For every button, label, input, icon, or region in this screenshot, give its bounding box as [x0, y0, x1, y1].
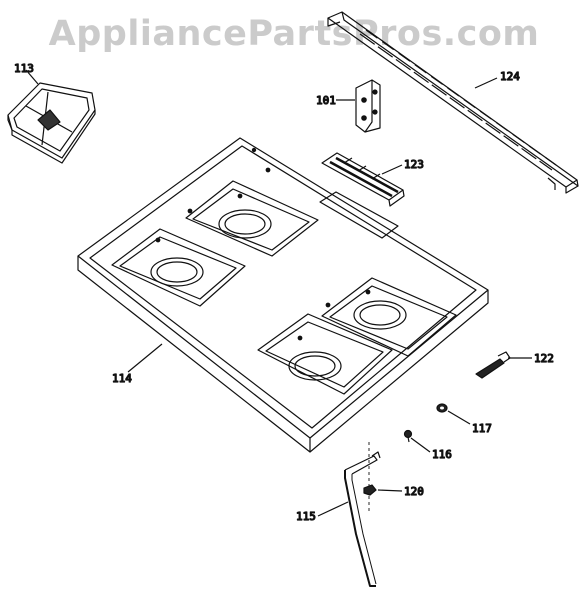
- label-101: 101: [316, 94, 336, 107]
- grommet-part: [436, 403, 448, 413]
- label-116: 116: [432, 448, 452, 461]
- rear-trim-part: [327, 11, 579, 194]
- grate-part: [7, 82, 96, 164]
- clip-part: [475, 351, 511, 379]
- label-114: 114: [112, 372, 132, 385]
- label-123: 123: [404, 158, 424, 171]
- watermark: AppliancePartsPros.com: [48, 14, 540, 54]
- label-115: 115: [296, 510, 316, 523]
- label-117: 117: [472, 422, 492, 435]
- cooktop-part: [77, 137, 489, 453]
- label-124: 124: [500, 70, 520, 83]
- bracket-part: [355, 79, 381, 133]
- label-122: 122: [534, 352, 554, 365]
- screw-part: [403, 429, 413, 443]
- vent-grille-part: [321, 152, 405, 207]
- label-120: 120: [404, 485, 424, 498]
- label-113: 113: [14, 62, 34, 75]
- nut-part: [363, 442, 377, 512]
- burner-rod-part: [344, 451, 381, 587]
